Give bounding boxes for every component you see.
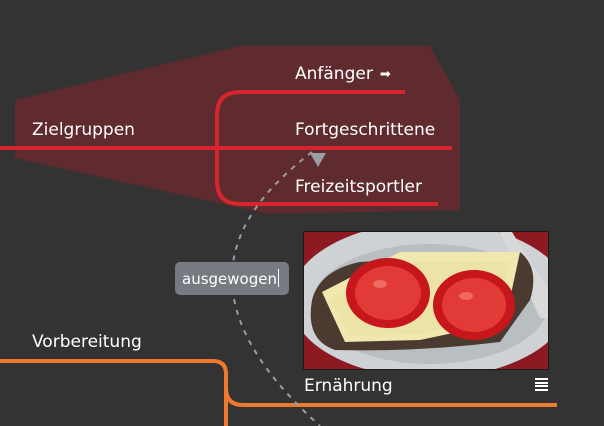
notes-icon[interactable] <box>535 378 548 391</box>
topic-freizeitsportler[interactable]: Freizeitsportler <box>295 177 422 197</box>
ernaehrung-connector <box>224 374 557 407</box>
freizeitsportler-connector <box>215 148 438 206</box>
anfaenger-connector <box>215 90 405 148</box>
notes-icon-line <box>535 388 548 391</box>
relationship-curve[interactable] <box>231 151 321 426</box>
topic-freizeitsportler-label: Freizeitsportler <box>295 177 422 197</box>
topic-ernaehrung[interactable]: Ernährung <box>304 376 393 396</box>
ernaehrung-image[interactable] <box>290 222 570 378</box>
topic-fortgeschrittene-label: Fortgeschrittene <box>295 120 436 140</box>
topic-fortgeschrittene[interactable]: Fortgeschrittene <box>295 120 435 140</box>
topic-vorbereitung-label: Vorbereitung <box>32 332 142 352</box>
topic-zielgruppen[interactable]: Zielgruppen <box>32 120 135 140</box>
relationship-label-text[interactable]: ausgewogen <box>182 270 277 288</box>
vorbereitung-branch-line[interactable] <box>0 359 228 426</box>
topic-anfaenger-label: Anfänger <box>295 64 373 84</box>
topic-anfaenger[interactable]: Anfänger ➡ <box>295 64 391 85</box>
relationship-label-editor[interactable]: ausgewogen <box>175 262 289 295</box>
arrow-right-icon[interactable]: ➡ <box>379 67 391 82</box>
topic-vorbereitung[interactable]: Vorbereitung <box>32 332 142 352</box>
text-caret <box>277 269 279 287</box>
topic-zielgruppen-label: Zielgruppen <box>32 120 135 140</box>
notes-icon-line <box>535 381 548 384</box>
topic-ernaehrung-label: Ernährung <box>304 376 393 396</box>
notes-icon-line <box>535 385 548 387</box>
zielgruppen-boundary[interactable] <box>15 46 460 214</box>
relationship-arrowhead <box>310 153 326 167</box>
notes-icon-line <box>535 378 548 380</box>
